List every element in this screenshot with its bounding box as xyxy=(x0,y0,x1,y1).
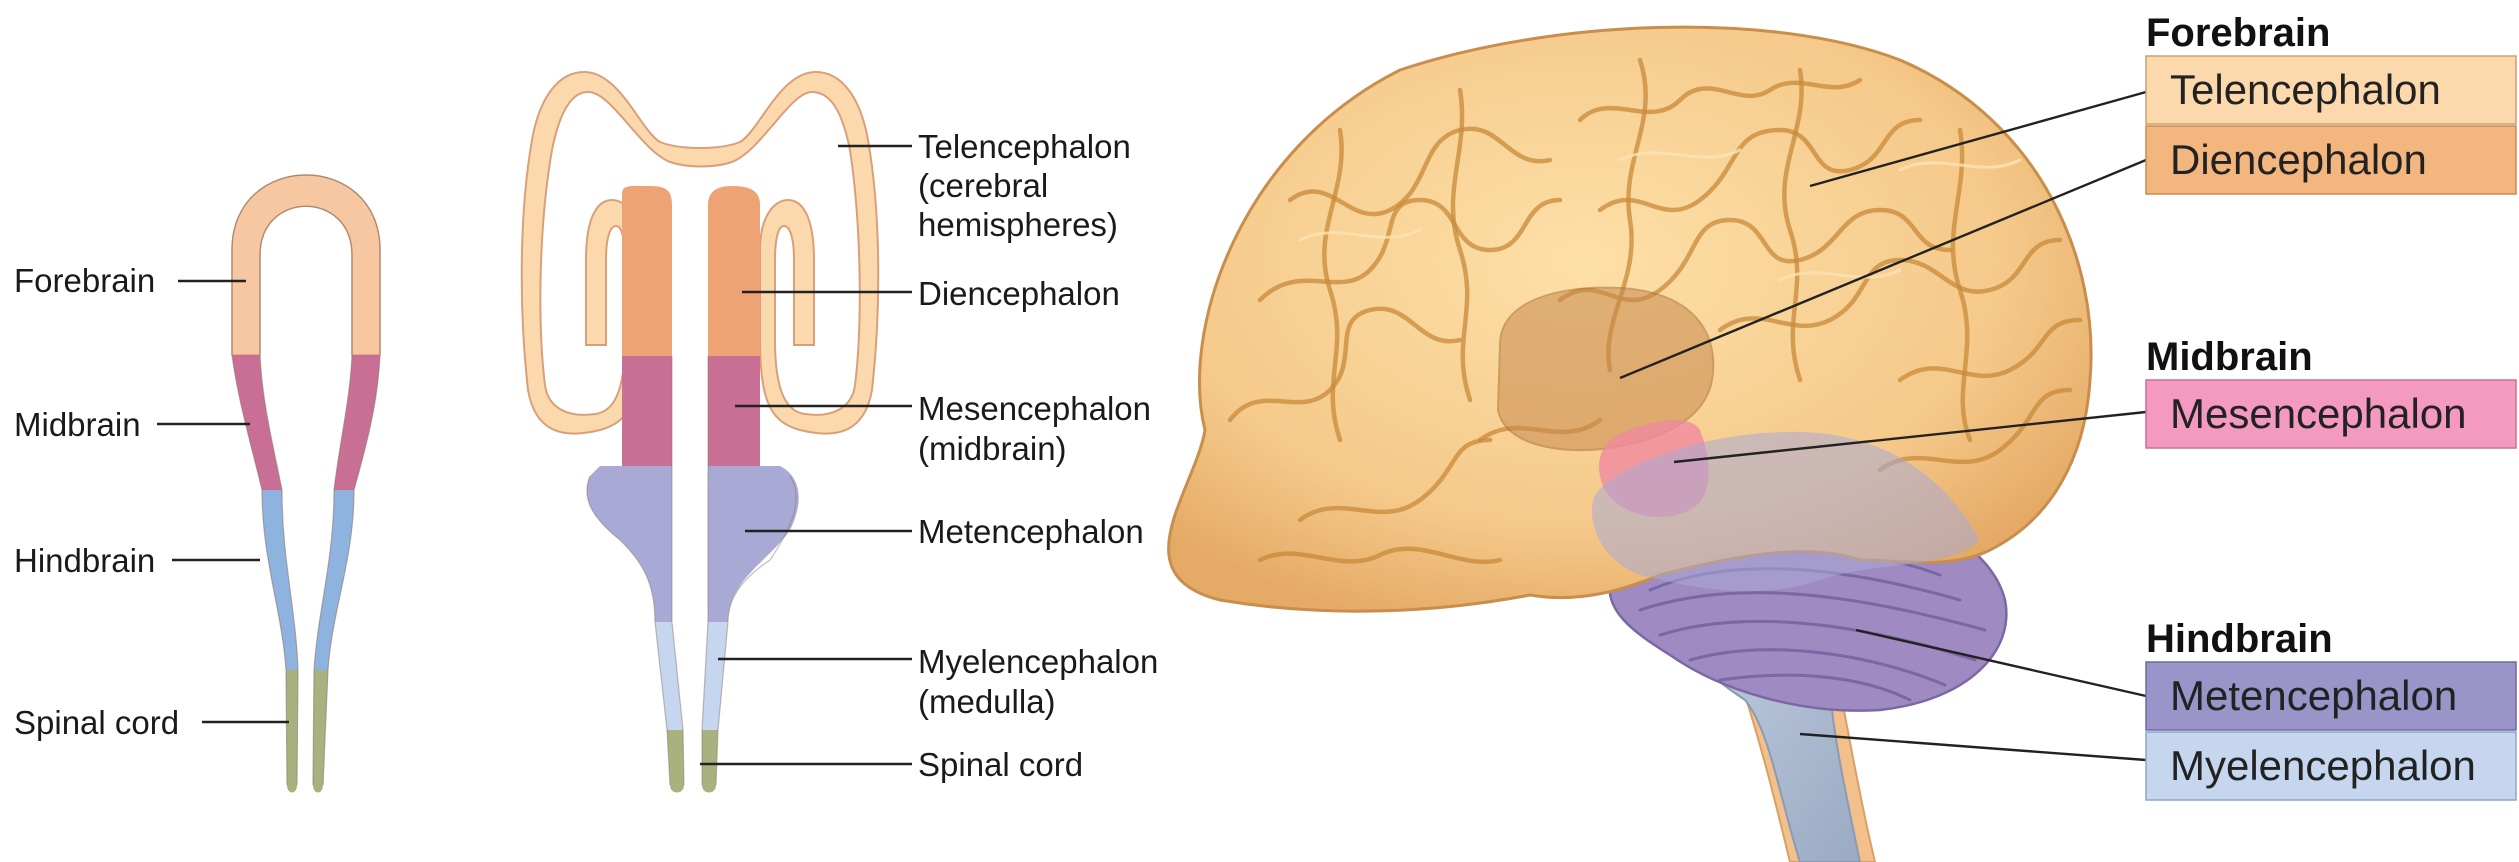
box-label-metencephalon: Metencephalon xyxy=(2170,672,2457,719)
early-neural-tube: Forebrain Midbrain Hindbrain Spinal cord xyxy=(14,175,380,793)
later-label-spinal-cord: Spinal cord xyxy=(918,746,1083,783)
header-midbrain: Midbrain xyxy=(2146,335,2313,379)
brain-division-legend: Forebrain Telencephalon Diencephalon Mid… xyxy=(2146,11,2516,800)
early-label-forebrain: Forebrain xyxy=(14,262,155,299)
early-spinal-cord-region xyxy=(286,670,298,793)
early-forebrain-region xyxy=(232,175,380,355)
box-label-diencephalon: Diencephalon xyxy=(2170,136,2427,183)
adult-brain-illustration xyxy=(1169,27,2146,862)
later-label-telencephalon: Telencephalon (cerebral hemispheres) xyxy=(918,128,1140,243)
early-label-midbrain: Midbrain xyxy=(14,406,141,443)
later-label-mesencephalon: Mesencephalon (midbrain) xyxy=(918,390,1160,467)
later-label-diencephalon: Diencephalon xyxy=(918,275,1120,312)
early-hindbrain-region xyxy=(262,490,298,670)
early-label-hindbrain: Hindbrain xyxy=(14,542,155,579)
later-label-myelencephalon: Myelencephalon (medulla) xyxy=(918,643,1168,720)
header-hindbrain: Hindbrain xyxy=(2146,617,2333,661)
header-forebrain: Forebrain xyxy=(2146,11,2330,55)
box-label-telencephalon: Telencephalon xyxy=(2170,66,2441,113)
early-tube-walls xyxy=(232,175,380,793)
telencephalon-region xyxy=(522,72,879,434)
myelencephalon-region xyxy=(655,622,683,730)
box-label-myelencephalon: Myelencephalon xyxy=(2170,742,2476,789)
diencephalon-region xyxy=(622,186,672,356)
early-label-spinal-cord: Spinal cord xyxy=(14,704,179,741)
later-label-metencephalon: Metencephalon xyxy=(918,513,1144,550)
mesencephalon-region xyxy=(622,356,672,466)
later-neural-tube: Telencephalon (cerebral hemispheres) Die… xyxy=(522,72,1168,793)
box-label-mesencephalon: Mesencephalon xyxy=(2170,390,2467,437)
metencephalon-region xyxy=(587,466,672,622)
